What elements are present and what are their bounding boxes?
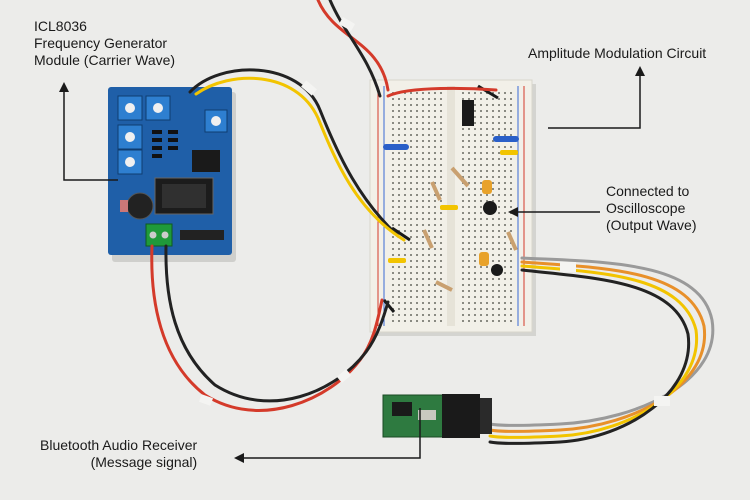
label-line: Oscilloscope (606, 200, 686, 216)
label-line: Module (Carrier Wave) (34, 52, 176, 68)
label-line: Connected to (606, 183, 690, 199)
arrow-icon (635, 66, 645, 76)
breadboard-holes (392, 92, 512, 322)
label-line: (Output Wave) (606, 217, 697, 233)
am-circuit-label: Amplitude Modulation Circuit (528, 45, 706, 62)
arrow-icon (508, 207, 518, 217)
arrows (63, 72, 641, 459)
label-line: Bluetooth Audio Receiver (40, 437, 198, 453)
bluetooth-receiver (382, 394, 492, 438)
arrow-icon (548, 72, 641, 129)
arrow-icon (240, 408, 421, 459)
arrow-icon (59, 82, 69, 92)
arrow-icon (63, 88, 118, 181)
label-line: ICL8036 (34, 18, 87, 34)
label-line: Amplitude Modulation Circuit (528, 45, 707, 61)
icl8036-label: ICL8036 Frequency Generator Module (Carr… (34, 18, 175, 69)
label-line: Frequency Generator (34, 35, 168, 51)
oscilloscope-label: Connected to Oscilloscope (Output Wave) (606, 183, 697, 234)
bluetooth-label: Bluetooth Audio Receiver (Message signal… (40, 437, 197, 471)
label-line: (Message signal) (90, 454, 198, 470)
arrowheads (59, 66, 645, 463)
icl8036-module (108, 87, 232, 255)
arrow-icon (234, 453, 244, 463)
wires (150, 0, 715, 445)
